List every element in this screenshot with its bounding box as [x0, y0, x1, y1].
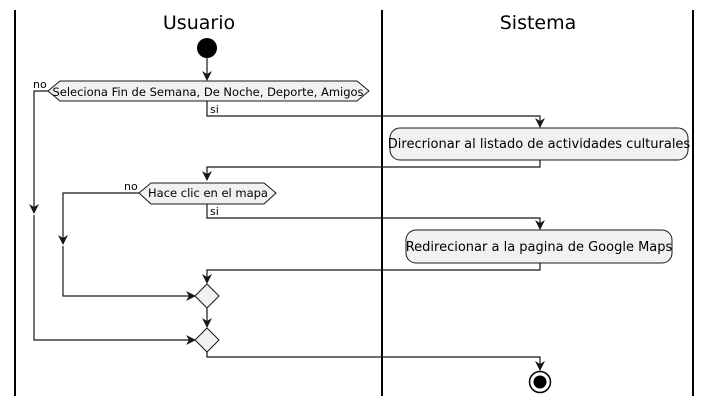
decision-hace-clic-label: Hace clic en el mapa [148, 186, 268, 200]
end-node [528, 370, 552, 394]
edge-decision1-yes-to-action1 [206, 101, 545, 128]
action-redirecionar-google-maps [405, 229, 673, 264]
merge-node-inner [194, 283, 220, 309]
swimlane-title-usuario: Usuario [163, 12, 235, 34]
edge-action1-to-decision2 [202, 160, 541, 181]
merge-node-outer [194, 327, 220, 353]
action-direcrionar-culturales-label: Direcrionar al listado de actividades cu… [388, 137, 691, 152]
edge-decision2-no [58, 192, 139, 245]
edge-decision2-no-to-merge1 [62, 246, 196, 301]
action-direcrionar-culturales [389, 127, 689, 161]
decision-hace-clic-no-label: no [124, 180, 138, 193]
decision-seleciona-no-label: no [33, 78, 47, 91]
decision-seleciona-categorias [47, 80, 370, 102]
decision-seleciona-yes-label: si [210, 103, 219, 116]
edge-decision2-yes-to-action2 [206, 204, 545, 230]
edge-decision1-no [29, 90, 48, 214]
action-redirecionar-google-maps-label: Redirecionar a la pagina de Google Maps [406, 240, 673, 255]
edge-merge2-to-end [206, 352, 545, 371]
decision-seleciona-label: Seleciona Fin de Semana, De Noche, Depor… [52, 85, 363, 99]
edge-decision1-no-to-merge2 [33, 215, 196, 345]
swimlane-title-sistema: Sistema [500, 12, 577, 34]
edge-action2-to-merge1 [202, 263, 541, 284]
start-node [197, 38, 217, 58]
decision-hace-clic-mapa [138, 182, 277, 205]
decision-hace-clic-yes-label: si [210, 205, 219, 218]
